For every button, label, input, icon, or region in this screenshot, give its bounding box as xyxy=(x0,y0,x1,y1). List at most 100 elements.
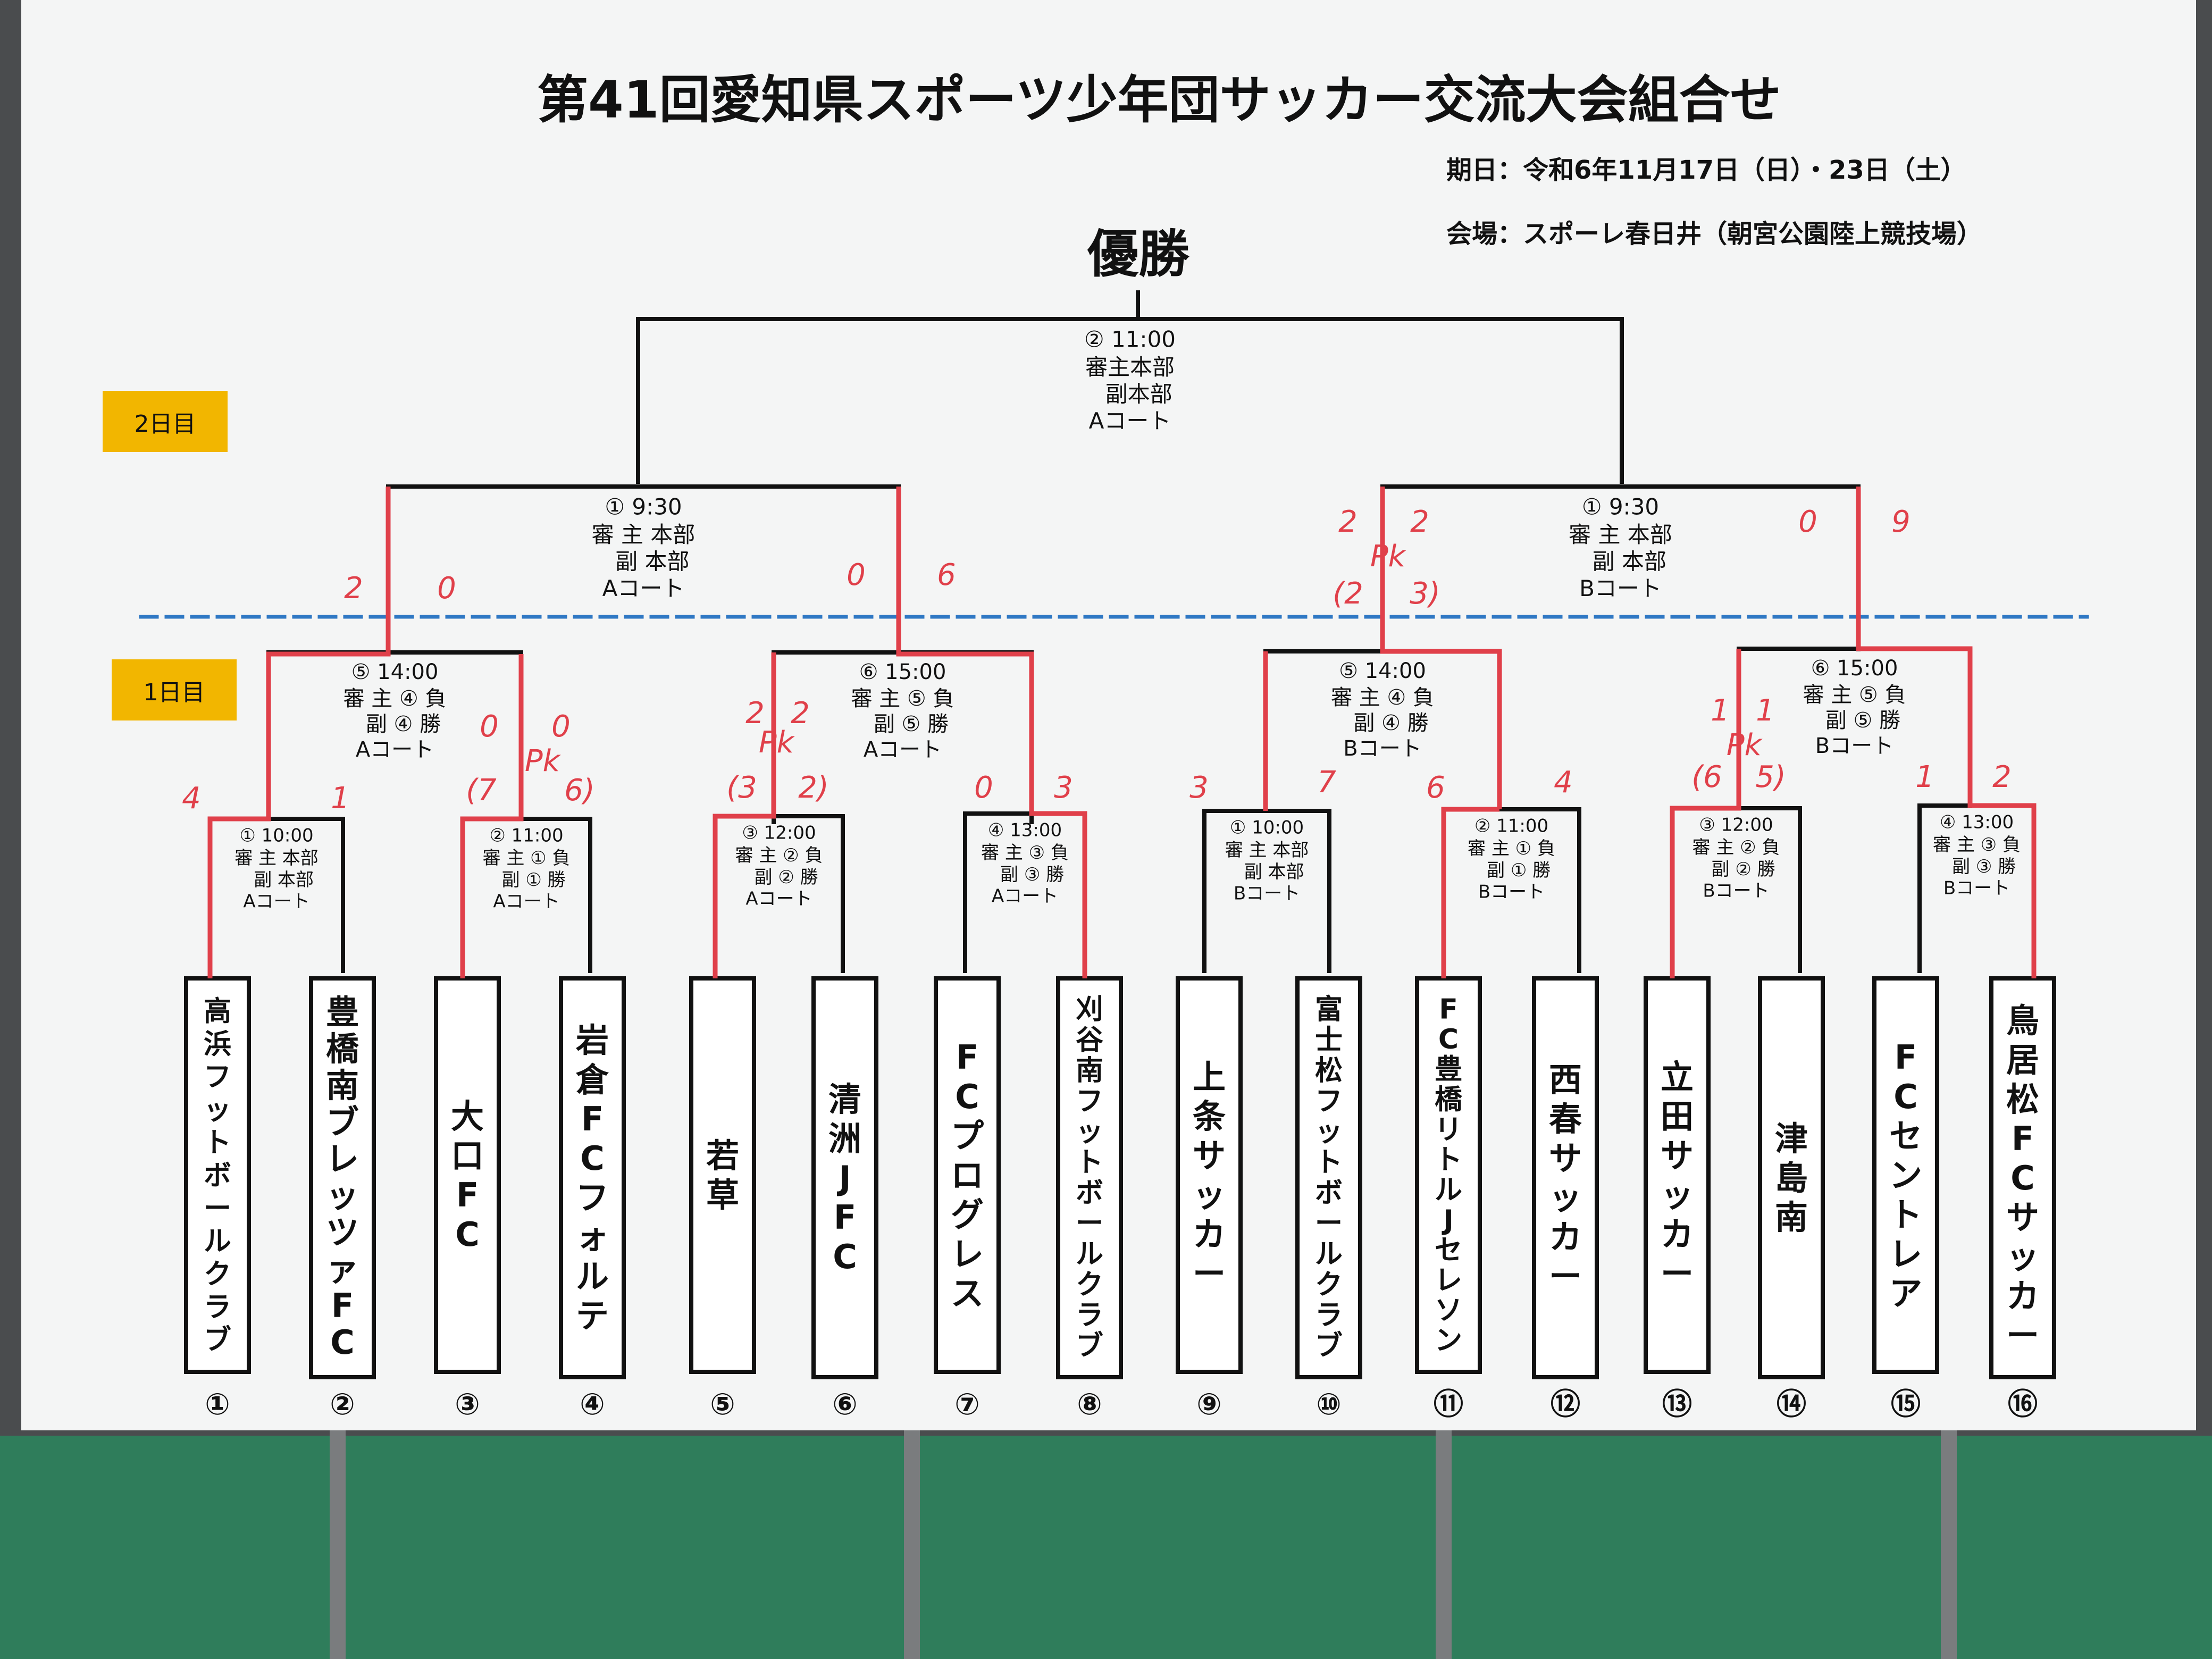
team-name-char: テ xyxy=(576,1296,609,1335)
quarterfinal-4-court: Bコート xyxy=(1815,734,1893,758)
handwritten-score: Pk xyxy=(1370,539,1407,574)
team-name-char: ト xyxy=(1889,1195,1922,1234)
first-round-1-time: ① 10:00 xyxy=(239,825,313,847)
team-name-char: ッ xyxy=(1661,1176,1694,1214)
team-box xyxy=(1644,976,1711,1374)
team-seed-number: ⑨ xyxy=(1196,1387,1221,1422)
handwritten-score: 0 xyxy=(551,709,571,744)
first-round-8-time: ④ 13:00 xyxy=(1940,812,2014,833)
team-name-char: ル xyxy=(576,1257,609,1296)
team-name-char: 条 xyxy=(1193,1097,1226,1136)
team-name-char: 高 xyxy=(204,995,231,1027)
team-name-char: 松 xyxy=(2006,1080,2039,1119)
team-name-char: C xyxy=(833,1237,857,1276)
team-name-char: ラ xyxy=(1315,1300,1343,1331)
team-name-char: ソ xyxy=(1435,1295,1462,1327)
team-name-char: 清 xyxy=(828,1080,861,1119)
team-name-char: 豊 xyxy=(326,993,359,1032)
winner-trace xyxy=(1856,487,2037,978)
team-name-char: C xyxy=(2010,1159,2035,1197)
team-seed-number: ⑥ xyxy=(832,1387,857,1422)
handwritten-score: Pk xyxy=(1727,728,1763,763)
team-name-char: ブ xyxy=(1315,1330,1343,1362)
team-box xyxy=(1989,976,2056,1379)
team-seed-number: ⑮ xyxy=(1891,1387,1921,1422)
quarterfinal-1-referee-main: 審 主 ④ 負 xyxy=(343,686,446,711)
handwritten-score: (7 xyxy=(466,773,497,808)
handwritten-score: Pk xyxy=(759,725,795,760)
first-round-6-referee-sub: 副 ① 勝 xyxy=(1487,860,1551,881)
handwritten-score: (3 xyxy=(726,770,757,805)
team-name-char: サ xyxy=(1549,1139,1582,1178)
team-seed-number: ② xyxy=(330,1387,355,1422)
team-box xyxy=(1415,976,1482,1374)
first-round-1-referee-main: 審 主 本部 xyxy=(234,848,319,869)
team-name-char: セ xyxy=(1889,1117,1922,1155)
team-name-char: ル xyxy=(1315,1238,1343,1270)
handwritten-score: 1 xyxy=(1915,760,1934,794)
day2-label: 2日目 xyxy=(103,391,228,452)
first-round-6-time: ② 11:00 xyxy=(1474,816,1548,837)
first-round-3-court: Aコート xyxy=(745,889,812,910)
first-round-6-court: Bコート xyxy=(1478,882,1545,903)
team-name-char: 居 xyxy=(2006,1041,2039,1079)
fence-rail xyxy=(904,1430,920,1659)
team-name-char: 立 xyxy=(1661,1058,1694,1096)
first-round-7-court: Bコート xyxy=(1703,881,1769,902)
team-name-char: ッ xyxy=(204,1094,231,1126)
semifinal-b-referee-sub: 副 本部 xyxy=(1593,548,1666,574)
team-name-char: ク xyxy=(204,1259,231,1291)
final-match-referee-main: 審主本部 xyxy=(1085,354,1175,380)
handwritten-score: 0 xyxy=(974,770,993,805)
handwritten-score: 0 xyxy=(480,709,499,744)
team-seed-number: ⑯ xyxy=(2008,1387,2038,1422)
team-seed-number: ⑪ xyxy=(1434,1387,1463,1422)
quarterfinal-1-court: Aコート xyxy=(356,738,434,762)
team-name-char: ン xyxy=(1889,1156,1922,1195)
first-round-4-referee-sub: 副 ③ 勝 xyxy=(1000,864,1064,885)
team-name-char: 橋 xyxy=(1435,1084,1463,1116)
team-name-char: ッ xyxy=(326,1176,359,1215)
winner-trace xyxy=(1670,649,1741,978)
team-name-char: F xyxy=(456,1176,479,1214)
team-name-char: ー xyxy=(1315,1208,1343,1240)
quarterfinal-2-time: ⑥ 15:00 xyxy=(859,660,946,684)
first-round-3-time: ③ 12:00 xyxy=(742,823,816,844)
team-name-char: ボ xyxy=(204,1160,231,1192)
team-name-char: 大 xyxy=(451,1097,484,1136)
team-name-char: ア xyxy=(1889,1274,1922,1313)
team-seed-number: ① xyxy=(205,1387,230,1422)
handwritten-score: 0 xyxy=(847,558,866,592)
semifinal-b-time: ① 9:30 xyxy=(1582,494,1659,520)
team-seed-number: ⑤ xyxy=(710,1387,735,1422)
team-name-char: ー xyxy=(1193,1254,1226,1293)
team-name-char: レ xyxy=(326,1139,359,1178)
team-name-char: 田 xyxy=(1661,1097,1694,1136)
winner-trace xyxy=(713,652,776,978)
first-round-5-referee-main: 審 主 本部 xyxy=(1225,840,1309,861)
team-name-char: F xyxy=(1439,993,1458,1025)
team-name-char: F xyxy=(2012,1119,2034,1158)
final-match-court: Aコート xyxy=(1089,408,1171,434)
handwritten-score: 9 xyxy=(1891,505,1911,539)
quarterfinal-4-referee-sub: 副 ⑤ 勝 xyxy=(1825,708,1900,733)
winner-trace xyxy=(896,487,1087,978)
team-name-char: セ xyxy=(1435,1235,1462,1267)
semifinal-a-court: Aコート xyxy=(602,575,685,601)
first-round-7-time: ③ 12:00 xyxy=(1699,815,1773,836)
first-round-3-referee-main: 審 主 ② 負 xyxy=(735,845,823,866)
team-name-char: ボ xyxy=(1315,1177,1343,1209)
team-name-char: レ xyxy=(1435,1264,1462,1296)
team-name-char: サ xyxy=(1193,1136,1226,1175)
team-name-char: ト xyxy=(1076,1147,1103,1179)
semifinal-a-referee-sub: 副 本部 xyxy=(615,548,689,574)
handwritten-score: 2) xyxy=(798,770,828,805)
team-name-char: ァ xyxy=(326,1250,359,1288)
venue-line: 会場：スポーレ春日井（朝宮公園陸上競技場） xyxy=(1446,219,1983,249)
team-name-char: フ xyxy=(576,1178,609,1217)
team-seed-number: ⑧ xyxy=(1077,1387,1102,1422)
team-name-char: 若 xyxy=(706,1136,739,1175)
first-round-3-referee-sub: 副 ② 勝 xyxy=(755,867,818,888)
handwritten-score: 2 xyxy=(1338,505,1358,539)
quarterfinal-3-referee-sub: 副 ④ 勝 xyxy=(1353,711,1428,735)
